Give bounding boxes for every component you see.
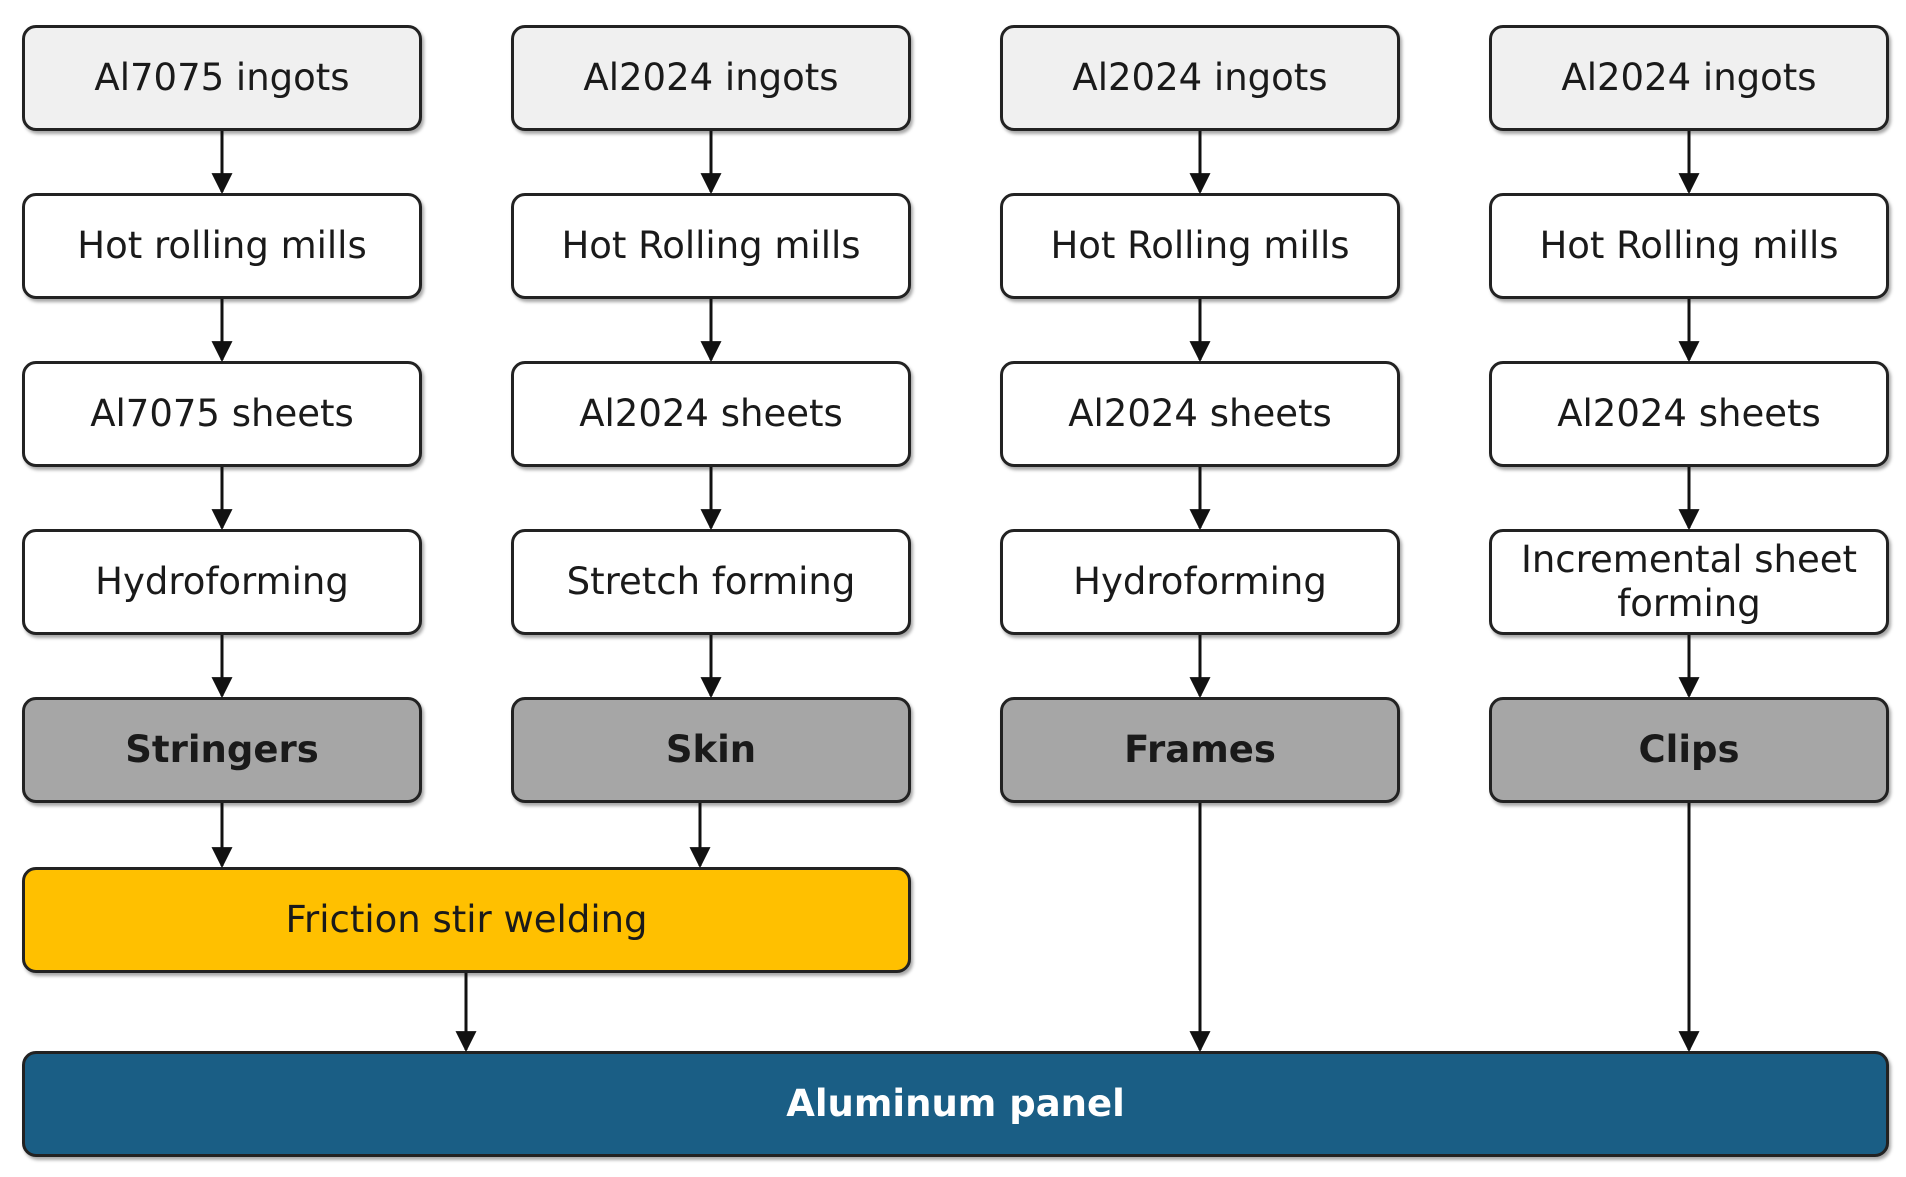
col2-part-box: Skin <box>511 697 911 803</box>
col4-sheets-box: Al2024 sheets <box>1489 361 1889 467</box>
col4-forming-box: Incremental sheet forming <box>1489 529 1889 635</box>
col3-rolling-box: Hot Rolling mills <box>1000 193 1400 299</box>
col2-rolling-label: Hot Rolling mills <box>561 224 861 268</box>
col4-part-label: Clips <box>1638 728 1740 772</box>
col3-part-box: Frames <box>1000 697 1400 803</box>
col4-rolling-box: Hot Rolling mills <box>1489 193 1889 299</box>
col1-forming-label: Hydroforming <box>95 560 349 604</box>
col1-part-label: Stringers <box>125 728 319 772</box>
col3-forming-label: Hydroforming <box>1073 560 1327 604</box>
col1-sheets-box: Al7075 sheets <box>22 361 422 467</box>
col1-ingot-box: Al7075 ingots <box>22 25 422 131</box>
col2-rolling-box: Hot Rolling mills <box>511 193 911 299</box>
welding-box: Friction stir welding <box>22 867 911 973</box>
col4-ingot-label: Al2024 ingots <box>1561 56 1817 100</box>
col2-ingot-label: Al2024 ingots <box>583 56 839 100</box>
col1-ingot-label: Al7075 ingots <box>94 56 350 100</box>
col2-sheets-box: Al2024 sheets <box>511 361 911 467</box>
col4-forming-label: Incremental sheet forming <box>1520 538 1858 625</box>
col4-rolling-label: Hot Rolling mills <box>1539 224 1839 268</box>
panel-label: Aluminum panel <box>786 1082 1125 1126</box>
col4-sheets-label: Al2024 sheets <box>1557 392 1821 436</box>
col2-forming-label: Stretch forming <box>566 560 856 604</box>
col4-ingot-box: Al2024 ingots <box>1489 25 1889 131</box>
col2-forming-box: Stretch forming <box>511 529 911 635</box>
col4-part-box: Clips <box>1489 697 1889 803</box>
col1-sheets-label: Al7075 sheets <box>90 392 354 436</box>
col1-rolling-box: Hot rolling mills <box>22 193 422 299</box>
col3-ingot-label: Al2024 ingots <box>1072 56 1328 100</box>
col3-part-label: Frames <box>1124 728 1276 772</box>
col1-part-box: Stringers <box>22 697 422 803</box>
col2-ingot-box: Al2024 ingots <box>511 25 911 131</box>
col2-sheets-label: Al2024 sheets <box>579 392 843 436</box>
col3-rolling-label: Hot Rolling mills <box>1050 224 1350 268</box>
panel-box: Aluminum panel <box>22 1051 1889 1157</box>
col2-part-label: Skin <box>665 728 757 772</box>
col3-forming-box: Hydroforming <box>1000 529 1400 635</box>
welding-label: Friction stir welding <box>285 898 648 942</box>
col1-rolling-label: Hot rolling mills <box>77 224 367 268</box>
col3-ingot-box: Al2024 ingots <box>1000 25 1400 131</box>
col1-forming-box: Hydroforming <box>22 529 422 635</box>
col3-sheets-box: Al2024 sheets <box>1000 361 1400 467</box>
col3-sheets-label: Al2024 sheets <box>1068 392 1332 436</box>
